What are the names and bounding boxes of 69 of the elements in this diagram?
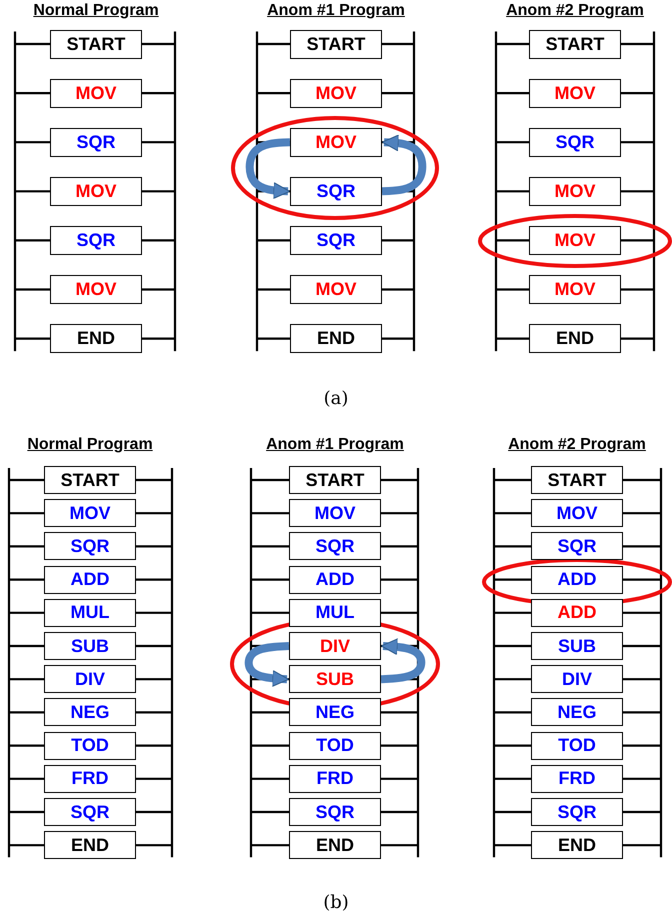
instruction-box: SQR: [531, 798, 623, 826]
instruction-box: MUL: [289, 598, 381, 627]
instruction-box: SQR: [290, 176, 382, 206]
panel-caption: (a): [324, 388, 348, 409]
instruction-box: SUB: [44, 632, 136, 660]
instruction-box: SQR: [531, 532, 623, 560]
instruction-box: NEG: [289, 698, 381, 726]
instruction-box: SQR: [50, 226, 142, 255]
column-heading: Anom #1 Program: [267, 2, 405, 20]
instruction-box: MOV: [50, 176, 142, 206]
instruction-box: NEG: [531, 698, 623, 726]
instruction-box: ADD: [531, 566, 623, 594]
instruction-box: END: [290, 324, 382, 354]
instruction-box: END: [529, 324, 621, 354]
instruction-box: MOV: [529, 176, 621, 206]
column-heading: Anom #1 Program: [266, 436, 404, 454]
instruction-box: SUB: [531, 632, 623, 660]
instruction-box: END: [44, 831, 136, 860]
instruction-box: DIV: [531, 665, 623, 694]
instruction-box: MOV: [529, 78, 621, 108]
instruction-box: START: [529, 30, 621, 58]
instruction-box: MOV: [290, 78, 382, 108]
instruction-box: TOD: [44, 732, 136, 760]
swap-arrow: [382, 134, 426, 196]
panel-caption: (b): [323, 892, 349, 913]
instruction-box: START: [50, 30, 142, 58]
instruction-box: TOD: [531, 732, 623, 760]
instruction-box: MOV: [50, 78, 142, 108]
instruction-box: MOV: [531, 499, 623, 528]
column-heading: Anom #2 Program: [506, 2, 644, 20]
instruction-box: NEG: [44, 698, 136, 726]
instruction-box: TOD: [289, 732, 381, 760]
column-heading: Anom #2 Program: [508, 436, 646, 454]
instruction-box: FRD: [289, 764, 381, 793]
instruction-box: START: [531, 466, 623, 494]
instruction-box: DIV: [289, 632, 381, 660]
swap-arrow: [244, 642, 290, 687]
instruction-box: MOV: [529, 275, 621, 304]
column-heading: Normal Program: [33, 2, 159, 20]
instruction-box: MOV: [44, 499, 136, 528]
instruction-box: SQR: [290, 226, 382, 255]
instruction-box: MUL: [44, 598, 136, 627]
instruction-box: ADD: [44, 566, 136, 594]
instruction-box: SQR: [50, 128, 142, 157]
instruction-box: SQR: [529, 128, 621, 157]
instruction-box: SQR: [289, 532, 381, 560]
instruction-box: SQR: [44, 532, 136, 560]
instruction-box: END: [289, 831, 381, 860]
instruction-box: START: [289, 466, 381, 494]
instruction-box: END: [50, 324, 142, 354]
instruction-box: MOV: [290, 128, 382, 157]
instruction-box: ADD: [531, 598, 623, 627]
instruction-box: START: [44, 466, 136, 494]
instruction-box: MOV: [290, 275, 382, 304]
instruction-box: SQR: [289, 798, 381, 826]
instruction-box: FRD: [44, 764, 136, 793]
instruction-box: MOV: [50, 275, 142, 304]
instruction-box: SUB: [289, 665, 381, 694]
instruction-box: START: [290, 30, 382, 58]
instruction-box: MOV: [529, 226, 621, 255]
instruction-box: SQR: [44, 798, 136, 826]
swap-arrow: [380, 638, 426, 684]
instruction-box: ADD: [289, 566, 381, 594]
column-heading: Normal Program: [27, 436, 153, 454]
instruction-box: FRD: [531, 764, 623, 793]
instruction-box: DIV: [44, 665, 136, 694]
instruction-box: MOV: [289, 499, 381, 528]
swap-arrow: [246, 138, 290, 200]
instruction-box: END: [531, 831, 623, 860]
